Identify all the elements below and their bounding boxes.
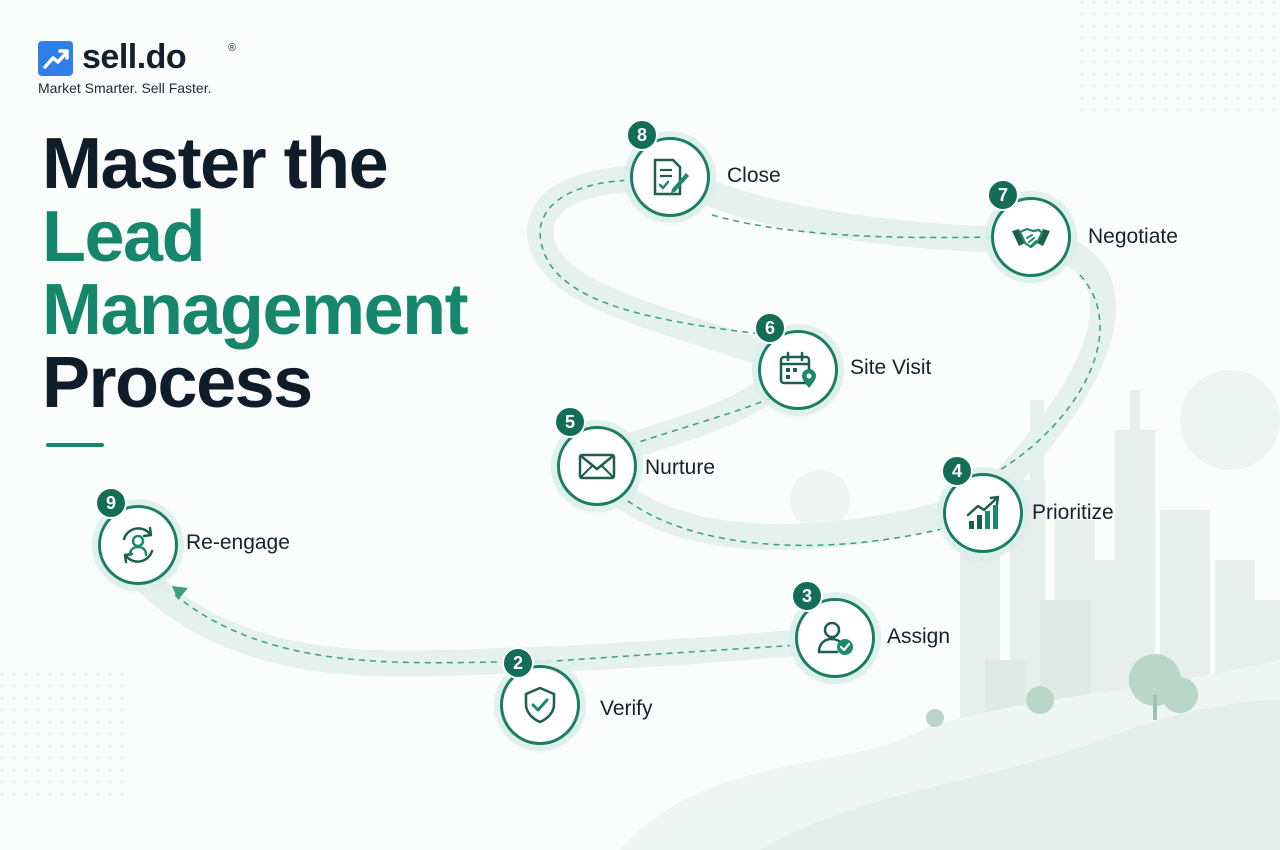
page-title: Master the Lead Management Process — [42, 124, 469, 423]
step-number-badge: 8 — [626, 119, 658, 151]
envelope-icon — [578, 453, 616, 480]
brand-name: sell.do — [82, 38, 187, 76]
step-label: Negotiate — [1088, 225, 1178, 248]
step-number-badge: 6 — [754, 312, 786, 344]
tree — [926, 654, 1198, 727]
step-number-badge: 4 — [941, 455, 973, 487]
user-check-icon — [817, 621, 853, 655]
title-line-2: Lead — [42, 197, 206, 277]
step-label: Close — [727, 164, 781, 187]
step-number-badge: 3 — [791, 580, 823, 612]
step-label: Re-engage — [186, 531, 290, 554]
shield-check-icon — [524, 686, 556, 724]
user-refresh-icon — [122, 526, 154, 564]
step-number-badge: 5 — [554, 406, 586, 438]
calendar-location-icon — [779, 351, 816, 388]
handshake-icon — [1012, 227, 1050, 249]
title-underline — [46, 443, 104, 447]
registered-mark: ® — [228, 42, 237, 54]
bar-chart-growth-icon — [966, 495, 1000, 529]
trend-up-icon — [38, 41, 73, 76]
title-line-1: Master the — [42, 124, 389, 204]
step-label: Prioritize — [1032, 501, 1114, 524]
brand-tagline: Market Smarter. Sell Faster. — [38, 80, 212, 96]
step-number-badge: 2 — [502, 647, 534, 679]
step-number-badge: 9 — [95, 487, 127, 519]
route-arrowhead — [172, 586, 188, 600]
document-sign-icon — [653, 158, 689, 196]
step-label: Site Visit — [850, 356, 932, 379]
step-label: Verify — [600, 697, 653, 720]
step-label: Assign — [887, 625, 951, 648]
step-number-badge: 7 — [987, 179, 1019, 211]
step-label: Nurture — [645, 456, 716, 479]
title-line-4: Process — [42, 343, 313, 423]
title-line-3: Management — [42, 270, 469, 350]
